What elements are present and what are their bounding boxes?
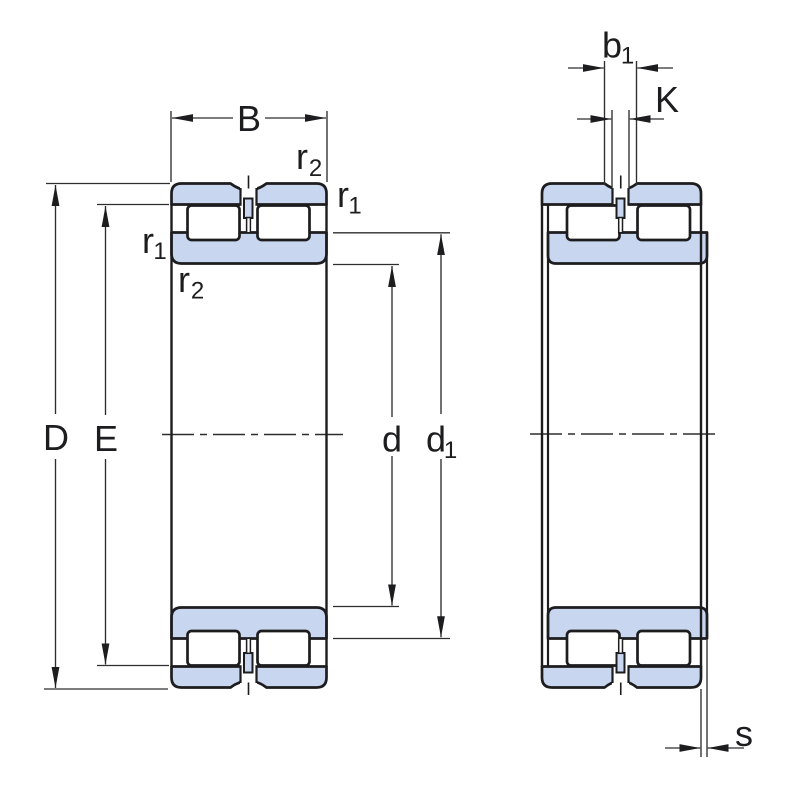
lubrication-hole-top	[243, 197, 254, 219]
hole-channel-top	[245, 216, 252, 234]
hole-channel-bottom	[245, 637, 252, 655]
roller-top-left	[565, 204, 621, 242]
dimension-b1	[568, 61, 673, 185]
dimension-s	[665, 640, 744, 757]
label-B: B	[237, 98, 261, 139]
dimension-d1	[333, 232, 450, 640]
hole-channel-top	[617, 216, 624, 234]
roller-bottom-right	[636, 629, 692, 667]
lubrication-hole-top	[615, 197, 626, 219]
label-r1-lower-sub: 1	[153, 238, 166, 265]
dimension-K	[577, 110, 664, 189]
label-s: s	[735, 713, 753, 754]
dimension-B	[170, 111, 328, 182]
label-r2-upper: r	[296, 136, 308, 177]
bearing-right-view	[540, 175, 709, 695]
roller-bottom-left	[565, 629, 621, 667]
dimension-annotations	[44, 61, 744, 757]
label-b1-sub: 1	[621, 43, 634, 70]
label-d: d	[382, 419, 402, 460]
label-K: K	[655, 79, 679, 120]
bearing-left-view	[170, 175, 328, 695]
roller-bottom-left	[186, 629, 241, 667]
dimension-labels: B r 2 r 1 r 1 r 2 D E d d 1 b 1 K s	[43, 25, 753, 755]
dimension-D	[44, 182, 170, 690]
dimension-E	[97, 203, 169, 667]
label-r1-upper: r	[337, 174, 349, 215]
label-D: D	[43, 417, 69, 458]
lubrication-hole-bottom	[615, 652, 626, 674]
label-r2-lower: r	[178, 259, 190, 300]
label-r1-lower: r	[142, 220, 154, 261]
roller-top-left	[186, 204, 241, 242]
roller-top-right	[256, 204, 311, 242]
label-d1: d	[426, 419, 446, 460]
dimension-d	[333, 263, 399, 608]
label-E: E	[94, 418, 118, 459]
centerlines	[162, 433, 716, 436]
label-r2-upper-sub: 2	[309, 155, 322, 182]
roller-bottom-right	[256, 629, 311, 667]
label-b1: b	[602, 25, 622, 66]
label-r2-lower-sub: 2	[191, 278, 204, 305]
label-r1-upper-sub: 1	[348, 193, 361, 220]
roller-top-right	[636, 204, 692, 242]
hole-channel-bottom	[617, 637, 624, 655]
lubrication-hole-bottom	[243, 652, 254, 674]
label-d1-sub: 1	[444, 437, 457, 464]
